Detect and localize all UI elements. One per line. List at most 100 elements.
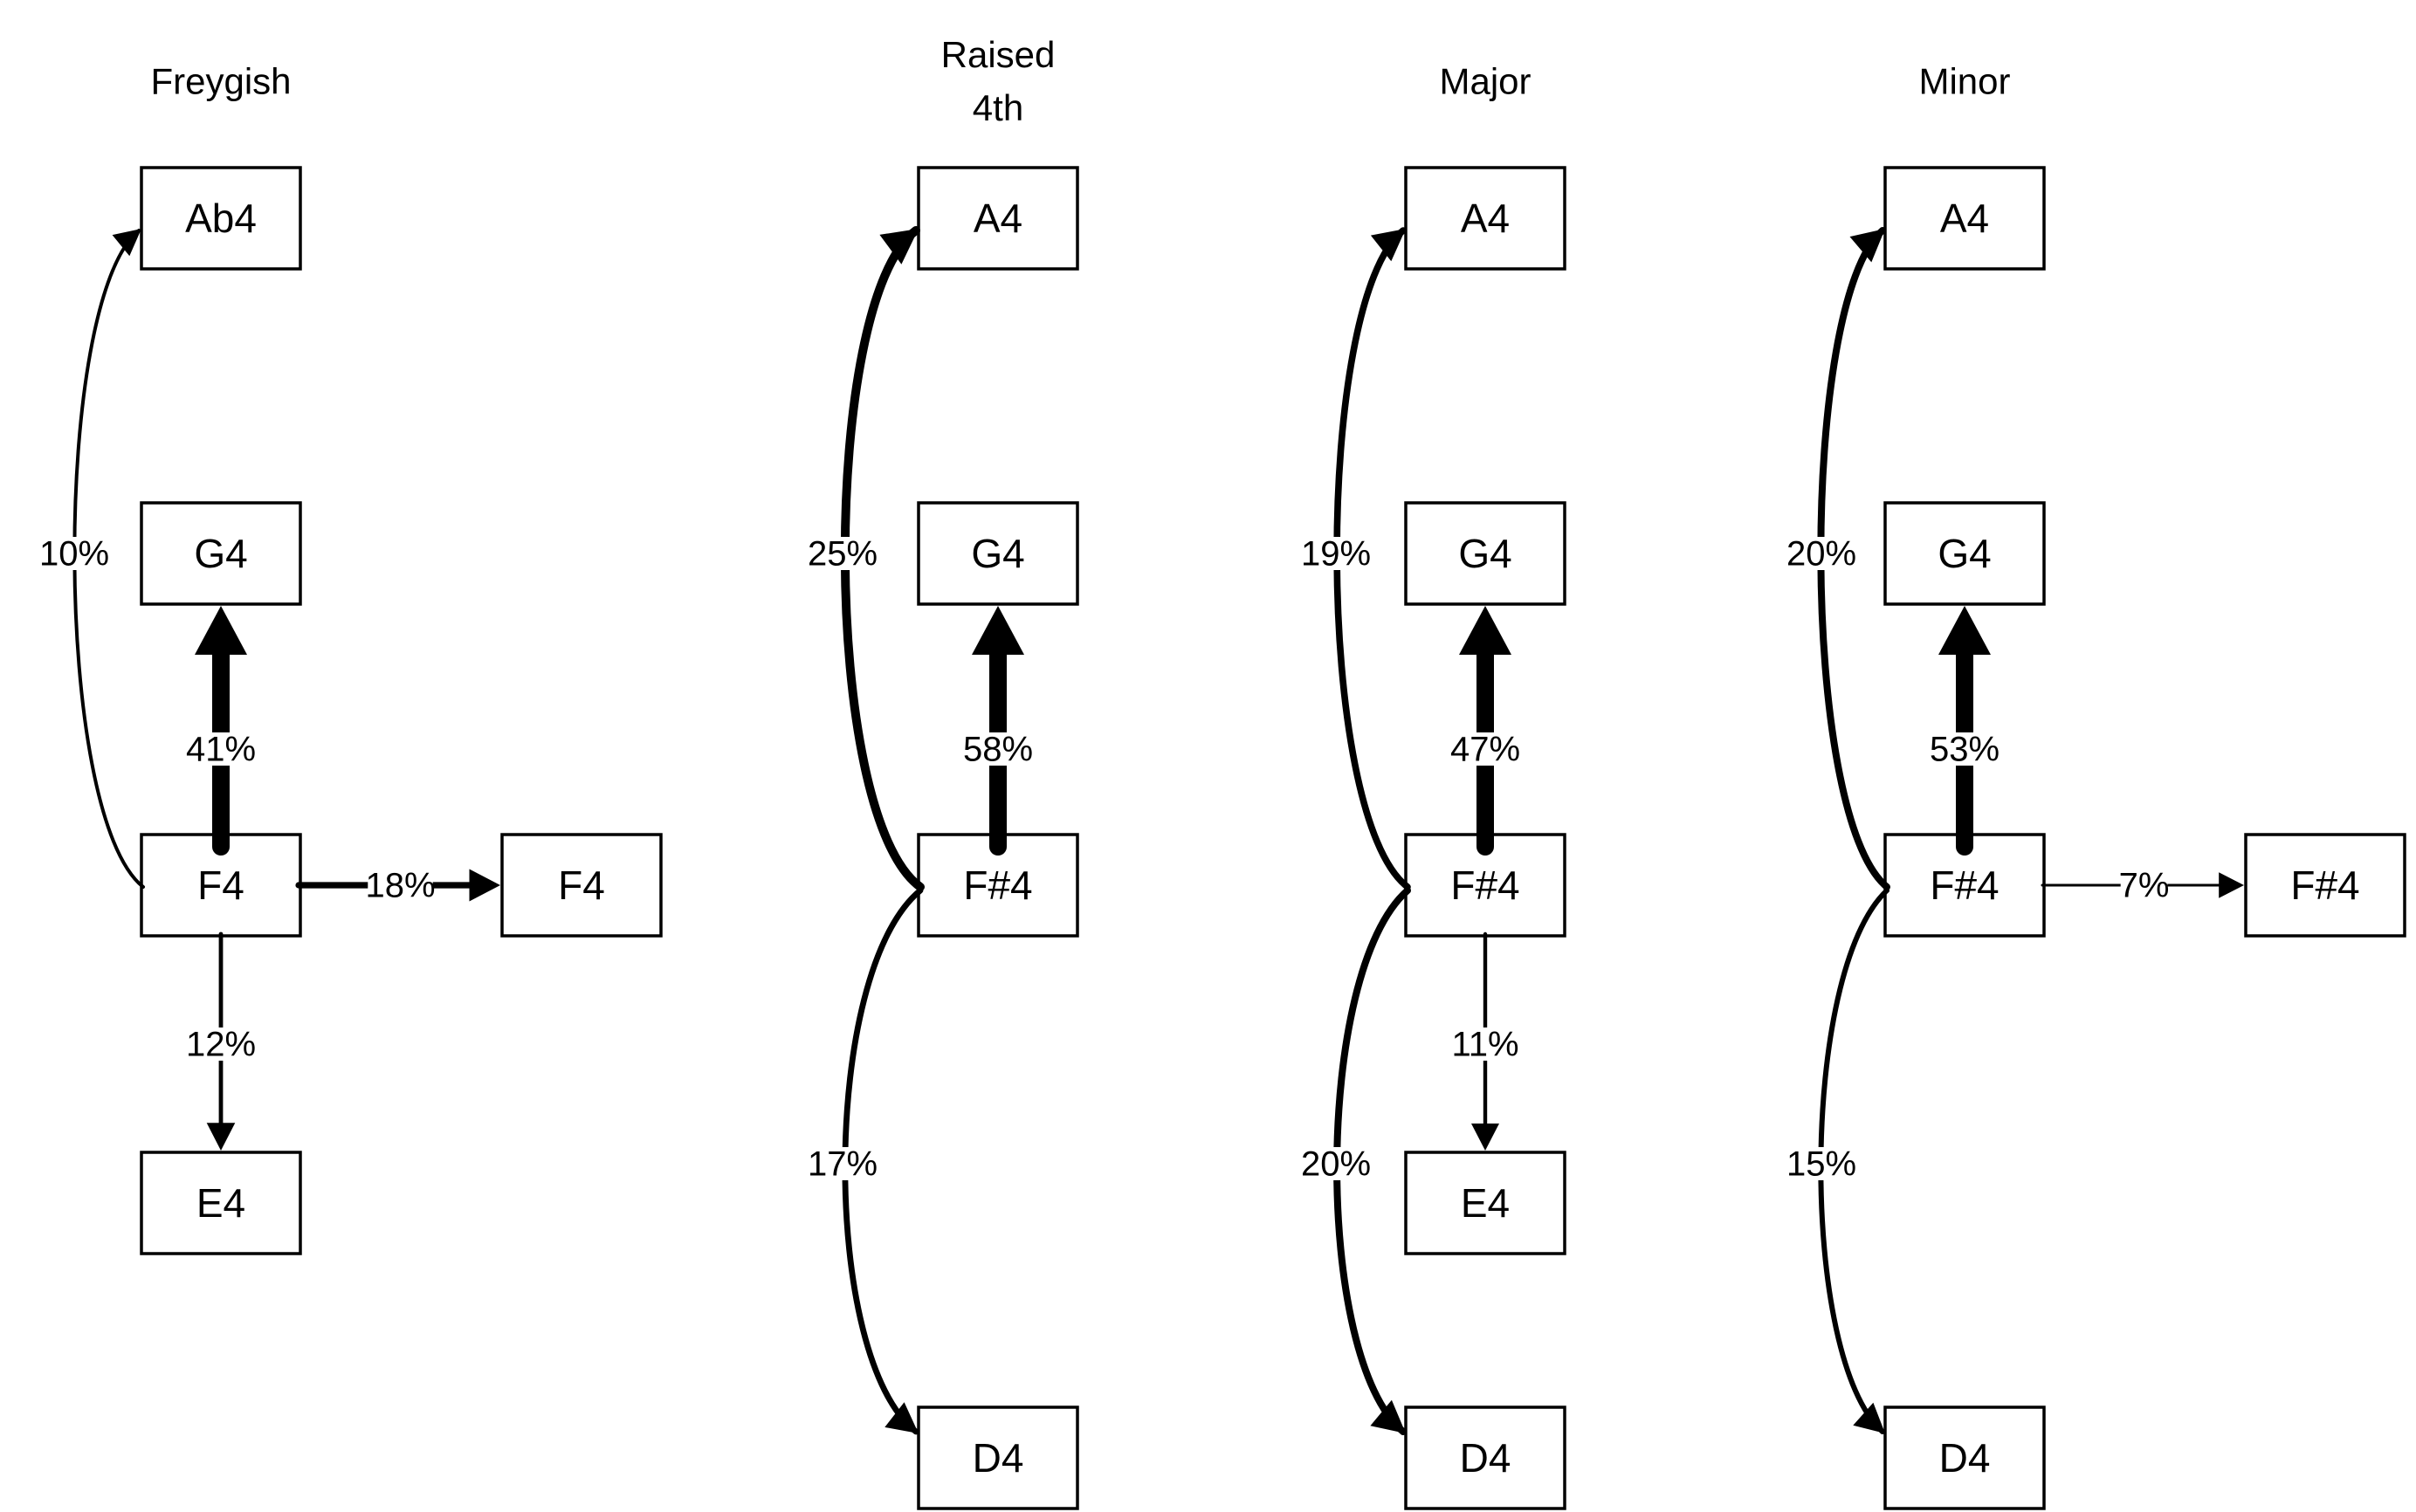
edge-curve-down-20pct: 20% (1301, 887, 1411, 1435)
panel-title: Major (1439, 60, 1531, 101)
node-a4: A4 (1883, 166, 2046, 271)
node-label: G4 (1938, 531, 1991, 576)
edge-curve-up-10pct: 10% (39, 229, 145, 889)
node-label: F#4 (1930, 863, 1999, 908)
edge-curve-up-25pct: 25% (808, 226, 925, 891)
edge-label-mask (809, 1147, 876, 1180)
arrowhead (112, 229, 141, 257)
edge-percentage-label: 25% (808, 535, 878, 574)
arrowhead (1853, 1402, 1885, 1433)
edges: 19% 47% 11% 20% (1301, 227, 1520, 1435)
node-g4: G4 (1404, 501, 1566, 606)
node-label: F#4 (963, 863, 1032, 908)
edge-straight-up-47pct: 47% (1450, 606, 1520, 856)
node-g4: G4 (917, 501, 1079, 606)
arrowhead (1471, 1124, 1499, 1151)
panel-title: Minor (1918, 60, 2010, 101)
arrowhead (2219, 872, 2244, 898)
node-box (1404, 1405, 1566, 1510)
node-label: E4 (1461, 1180, 1510, 1226)
node-label: G4 (1458, 531, 1511, 576)
edge-percentage-label: 53% (1930, 731, 2000, 769)
edges: 10%41%18%12% (39, 229, 500, 1151)
node-label: F#4 (2290, 863, 2359, 908)
edge-percentage-label: 10% (39, 535, 109, 574)
panel-title: Freygish (150, 60, 291, 101)
edge-straight-down-12pct: 12% (186, 931, 256, 1151)
arrowhead (1370, 1399, 1406, 1433)
edge-percentage-label: 58% (963, 731, 1033, 769)
arrowhead (195, 606, 247, 655)
node-label: D4 (1460, 1435, 1511, 1481)
node-box (2244, 833, 2406, 938)
edge-straight-up-53pct: 53% (1930, 606, 2000, 856)
arrowhead (469, 869, 500, 902)
node-box (917, 1405, 1079, 1510)
node-d4: D4 (1404, 1405, 1566, 1510)
edge-percentage-label: 19% (1301, 535, 1371, 574)
edge-label-mask (188, 732, 254, 766)
edge-curve-up-19pct: 19% (1301, 227, 1411, 890)
node-box (140, 501, 302, 606)
edge-label-mask (1788, 537, 1855, 570)
edge-label-mask (188, 1027, 254, 1061)
node-g4: G4 (1883, 501, 2046, 606)
edge-label-mask (1931, 732, 1998, 766)
node-f4-repeat: F4 (500, 833, 663, 938)
edge-label-mask (1303, 1147, 1369, 1180)
edge-straight-right-7pct: 7% (2041, 867, 2244, 905)
arrowhead (206, 1123, 236, 1151)
edge-label-mask (1788, 1147, 1855, 1180)
arrowhead (1849, 229, 1885, 263)
arrowhead (1938, 606, 1991, 655)
edge-straight-down-11pct: 11% (1451, 931, 1519, 1151)
node-ab4: Ab4 (140, 166, 302, 271)
node-label: G4 (971, 531, 1024, 576)
node-box (1883, 166, 2046, 271)
edge-label-mask (1452, 732, 1518, 766)
node-box (1404, 166, 1566, 271)
node-label: D4 (973, 1435, 1024, 1481)
node-d4: D4 (1883, 1405, 2046, 1510)
edge-curve-down-15pct: 15% (1786, 888, 1889, 1434)
node-box (140, 166, 302, 271)
edge-straight-up-41pct: 41% (186, 606, 256, 856)
edges: 25%58%17% (808, 226, 1033, 1435)
node-label: F#4 (1450, 863, 1519, 908)
edges: 20% 53% 7% 15% (1786, 227, 2244, 1434)
node-fs4-repeat: F#4 (2244, 833, 2406, 938)
node-label: A4 (1461, 196, 1510, 241)
edge-percentage-label: 12% (186, 1026, 256, 1064)
node-box (1404, 501, 1566, 606)
edge-percentage-label: 20% (1786, 535, 1856, 574)
edge-label-mask (1303, 537, 1369, 570)
edge-percentage-label: 20% (1301, 1145, 1371, 1184)
node-label: F4 (558, 863, 605, 908)
node-label: Ab4 (185, 196, 257, 241)
edge-label-mask (368, 869, 433, 902)
edge-percentage-label: 11% (1451, 1026, 1518, 1064)
node-label: E4 (196, 1180, 245, 1226)
panel-title: 4th (973, 87, 1023, 128)
node-box (917, 166, 1079, 271)
edge-percentage-label: 7% (2119, 867, 2170, 905)
node-label: A4 (974, 196, 1022, 241)
edge-label-mask (41, 537, 107, 570)
edge-percentage-label: 47% (1450, 731, 1520, 769)
edge-percentage-label: 15% (1786, 1145, 1856, 1184)
node-box (140, 1151, 302, 1255)
node-box (917, 501, 1079, 606)
node-box (1883, 1405, 2046, 1510)
edge-curve-up-20pct: 20% (1786, 227, 1890, 890)
node-fs4: F#4 (1883, 833, 2046, 938)
arrowhead (884, 1402, 919, 1433)
